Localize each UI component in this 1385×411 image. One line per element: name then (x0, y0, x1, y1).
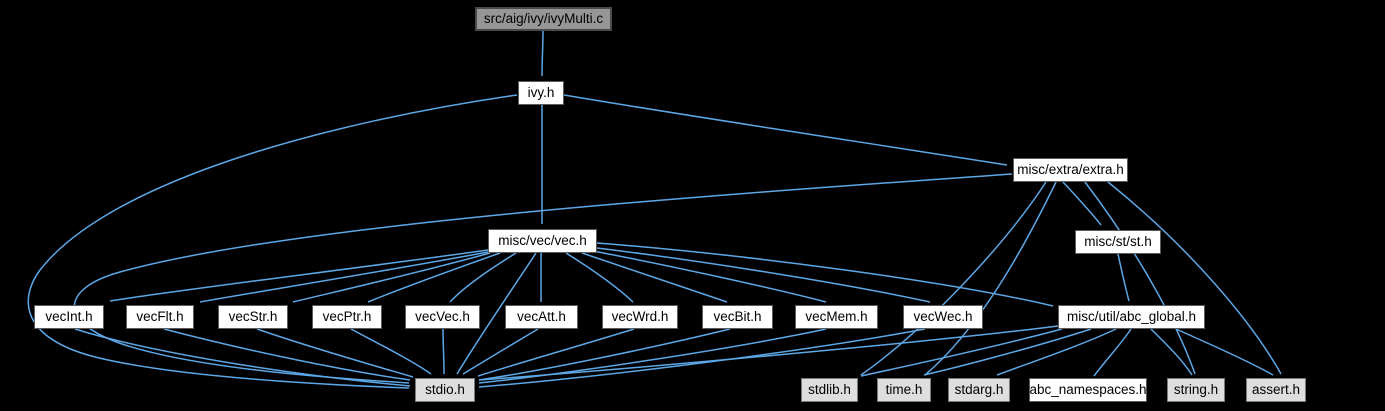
edge-vec-to-vecwrd (565, 252, 634, 303)
edge-vecint-to-stdio (74, 328, 411, 387)
graph-node-vecptr[interactable]: vecPtr.h (312, 305, 382, 329)
graph-node-stdarg: stdarg.h (948, 378, 1010, 402)
edge-vec-to-vecbit (581, 252, 728, 303)
edge-ivy-to-stdio (27, 94, 518, 389)
edge-vec-to-stdio (456, 252, 537, 375)
graph-node-stdio: stdio.h (415, 378, 475, 402)
edge-vec-to-vecstr (292, 252, 491, 303)
graph-node-ivymulti: src/aig/ivy/ivyMulti.c (475, 7, 612, 31)
graph-node-abcglobal[interactable]: misc/util/abc_global.h (1058, 305, 1205, 329)
edge-abcglobal-to-string (1150, 328, 1193, 376)
graph-node-vec[interactable]: misc/vec/vec.h (488, 229, 597, 253)
edge-vecflt-to-stdio (163, 328, 411, 381)
edge-vec-to-vecmem (592, 250, 827, 303)
edge-ivy-to-extra (563, 94, 1008, 166)
graph-node-extra[interactable]: misc/extra/extra.h (1013, 158, 1128, 182)
edge-vecstr-to-stdio (256, 328, 414, 378)
edge-extra-to-stdio (73, 173, 1013, 384)
graph-node-ivy[interactable]: ivy.h (518, 81, 564, 105)
edge-extra-to-stdlib (860, 181, 1047, 376)
edge-abcglobal-to-stdio (478, 325, 1059, 381)
edge-abcglobal-to-time (923, 328, 1092, 376)
edge-extra-to-assert (1107, 181, 1282, 375)
edge-vec-to-vecptr (367, 252, 501, 303)
edge-abcglobal-to-abcnamespaces (1093, 328, 1132, 377)
edge-vec-to-abcglobal (596, 242, 1054, 307)
graph-node-string: string.h (1167, 378, 1225, 402)
graph-node-vecbit[interactable]: vecBit.h (702, 305, 773, 329)
edge-vecmem-to-stdio (478, 328, 827, 384)
edge-vecwec-to-stdio (478, 328, 926, 388)
edge-abcglobal-to-stdlib (860, 328, 1063, 377)
graph-node-vecmem[interactable]: vecMem.h (795, 305, 878, 329)
edge-vecwrd-to-stdio (477, 328, 635, 377)
graph-node-assert: assert.h (1246, 378, 1306, 402)
edge-abcglobal-to-stdarg (996, 328, 1117, 376)
edge-vecatt-to-stdio (462, 328, 539, 375)
graph-node-vecatt[interactable]: vecAtt.h (505, 305, 578, 329)
edge-vec-to-vecflt (199, 251, 489, 303)
graph-node-vecflt[interactable]: vecFlt.h (126, 305, 194, 329)
edge-extra-to-st (1062, 181, 1102, 226)
graph-node-stdlib: stdlib.h (801, 378, 858, 402)
edge-vecptr-to-stdio (350, 328, 432, 375)
edge-vec-to-vecvec (449, 252, 517, 303)
graph-node-vecwrd[interactable]: vecWrd.h (602, 305, 678, 329)
edge-vecvec-to-stdio (442, 328, 445, 375)
graph-node-time: time.h (877, 378, 931, 402)
graph-node-vecint[interactable]: vecInt.h (34, 305, 104, 329)
edge-abcglobal-to-assert (1175, 328, 1274, 376)
edge-vecbit-to-stdio (478, 328, 731, 381)
graph-node-abcnamespaces[interactable]: abc_namespaces.h (1029, 378, 1147, 402)
edge-vec-to-vecwec (596, 247, 931, 303)
edge-st-to-abcglobal (1117, 253, 1130, 302)
edge-extra-to-time (924, 181, 1057, 376)
edge-ivymulti-to-ivy (541, 30, 544, 77)
edge-vec-to-vecint (109, 249, 489, 302)
graph-node-vecvec[interactable]: vecVec.h (405, 305, 480, 329)
graph-node-st[interactable]: misc/st/st.h (1075, 230, 1161, 254)
graph-node-vecwec[interactable]: vecWec.h (903, 305, 983, 329)
graph-node-vecstr[interactable]: vecStr.h (218, 305, 288, 329)
edge-extra-to-string (1084, 181, 1196, 375)
